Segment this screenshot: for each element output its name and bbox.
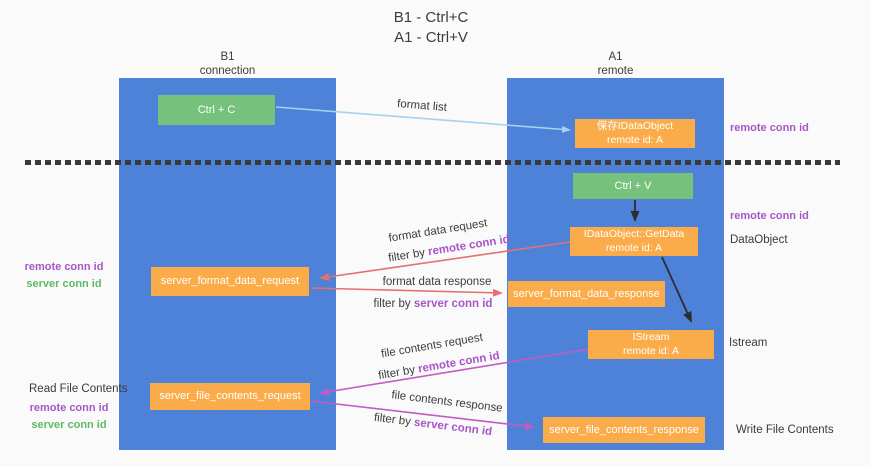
save-dataobject-line1: 保存IDataObject xyxy=(596,119,674,132)
format-data-response-title: format data response xyxy=(383,276,492,288)
right-write-file-contents-label: Write File Contents xyxy=(736,424,834,436)
phase-divider-dashed-line xyxy=(25,160,840,165)
remote-conn-id-text: remote conn id xyxy=(730,210,809,222)
diagram-title: B1 - Ctrl+C A1 - Ctrl+V xyxy=(331,8,531,48)
ctrl-v-label: Ctrl + V xyxy=(614,179,652,192)
write-file-contents-text: Write File Contents xyxy=(736,424,834,436)
server-format-data-response-label: server_format_data_response xyxy=(513,287,660,300)
file-contents-response-filter: filter by server conn id xyxy=(373,412,492,438)
format-data-response-filter: filter by server conn id xyxy=(374,298,493,310)
filter-prefix: filter by xyxy=(373,411,412,429)
format-data-response-title-text: format data response xyxy=(382,276,492,288)
filter-prefix: filter by xyxy=(387,246,426,265)
server-format-data-request-node: server_format_data_request xyxy=(151,267,309,296)
lane-header-b1: B1 connection xyxy=(119,50,336,78)
filter-key-server-conn-id: server conn id xyxy=(413,298,493,310)
ctrl-c-label: Ctrl + C xyxy=(197,103,236,116)
save-dataobject-line2: remote id: A xyxy=(606,133,664,146)
format-data-response-arrow xyxy=(310,287,503,297)
left-remote-conn-id-2: remote conn id xyxy=(29,402,109,414)
filter-key-server-conn-id: server conn id xyxy=(413,416,493,439)
server-format-data-request-label: server_format_data_request xyxy=(160,275,300,288)
title-line-2: A1 - Ctrl+V xyxy=(394,29,468,46)
ctrl-c-node: Ctrl + C xyxy=(158,95,275,125)
left-server-conn-id-1: server conn id xyxy=(26,278,102,290)
getdata-node: IDataObject::GetData remote id: A xyxy=(570,227,698,256)
left-conn-id-group-1: remote conn id server conn id xyxy=(20,259,108,293)
save-dataobject-node: 保存IDataObject remote id: A xyxy=(575,119,695,148)
getdata-line2: remote id: A xyxy=(605,241,663,254)
server-file-contents-response-node: server_file_contents_response xyxy=(543,417,705,443)
getdata-line1: IDataObject::GetData xyxy=(583,227,685,240)
lane-a1-subtitle: remote xyxy=(597,65,634,77)
filter-key-remote-conn-id: remote conn id xyxy=(427,233,511,259)
ctrl-v-node: Ctrl + V xyxy=(573,173,693,199)
lane-b1-subtitle: connection xyxy=(199,65,256,77)
right-dataobject-label: DataObject xyxy=(730,234,788,246)
server-file-contents-response-label: server_file_contents_response xyxy=(549,423,699,436)
remote-conn-id-text: remote conn id xyxy=(730,122,809,134)
istream-node: IStream remote id: A xyxy=(588,330,714,359)
right-istream-label: Istream xyxy=(729,337,767,349)
left-conn-id-group-2: remote conn id server conn id xyxy=(25,400,113,434)
server-file-contents-request-node: server_file_contents_request xyxy=(150,383,310,410)
lane-a1-title: A1 xyxy=(608,51,623,63)
server-format-data-response-node: server_format_data_response xyxy=(508,281,665,307)
left-remote-conn-id-1: remote conn id xyxy=(24,261,104,273)
server-file-contents-request-label: server_file_contents_request xyxy=(159,390,301,403)
filter-key-remote-conn-id: remote conn id xyxy=(417,349,501,376)
title-line-1: B1 - Ctrl+C xyxy=(393,9,469,26)
format-list-label: format list xyxy=(397,98,448,114)
istream-text: Istream xyxy=(729,337,768,349)
right-remote-conn-id-1: remote conn id xyxy=(730,122,809,134)
lane-b1-title: B1 xyxy=(220,51,235,63)
format-list-text: format list xyxy=(396,98,448,114)
lane-header-a1: A1 remote xyxy=(507,50,724,78)
left-read-file-contents-label: Read File Contents xyxy=(29,383,127,395)
filter-prefix: filter by xyxy=(373,298,411,310)
filter-prefix: filter by xyxy=(377,364,417,383)
file-contents-response-title: file contents response xyxy=(391,389,504,415)
read-file-contents-text: Read File Contents xyxy=(29,383,128,395)
left-server-conn-id-2: server conn id xyxy=(31,419,107,431)
istream-line2: remote id: A xyxy=(622,344,680,357)
istream-line1: IStream xyxy=(632,330,670,343)
right-remote-conn-id-2: remote conn id xyxy=(730,210,809,222)
file-contents-response-title-text: file contents response xyxy=(390,389,504,415)
dataobject-text: DataObject xyxy=(730,234,788,246)
